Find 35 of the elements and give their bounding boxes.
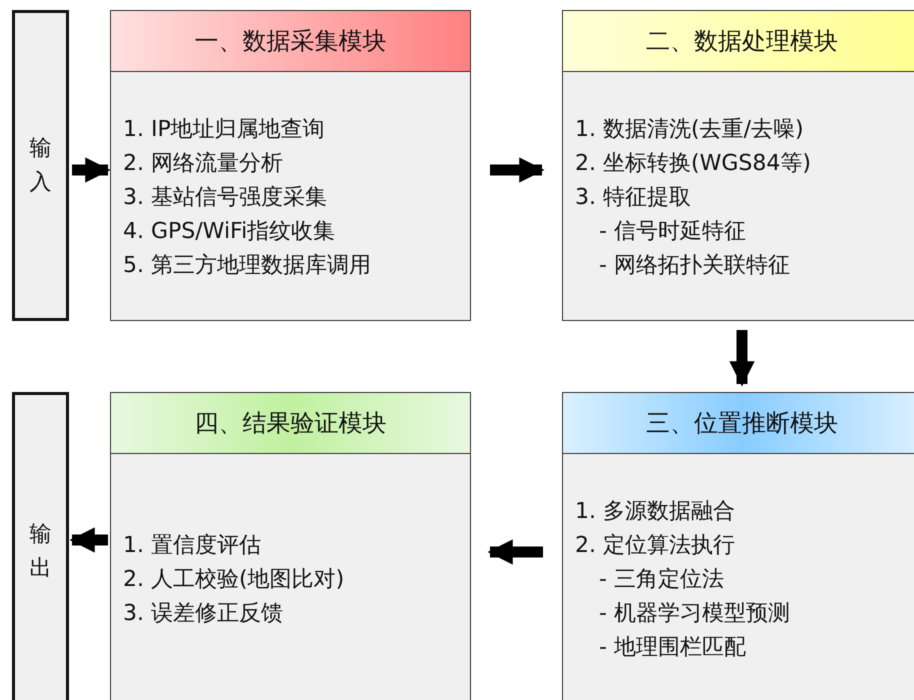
arrow [72,157,111,183]
box-label: 输入 [28,134,52,196]
module-title: 二、数据处理模块 [646,26,838,57]
arrow [729,330,755,387]
list-item: 1. 置信度评估 [123,532,261,560]
module-title: 四、结果验证模块 [194,408,386,439]
list-item: 2. 人工校验(地图比对) [123,566,344,594]
arrow [487,539,543,565]
io-box [12,10,69,321]
module-box [110,392,471,700]
list-item: 1. 数据清洗(去重/去噪) [575,116,804,144]
list-item: 1. IP地址归属地查询 [123,116,325,144]
list-item: 5. 第三方地理数据库调用 [123,252,371,280]
sub-item: - 地理围栏匹配 [599,634,746,662]
list-item: 2. 定位算法执行 [575,532,735,560]
arrow [490,157,545,183]
module-title: 一、数据采集模块 [194,26,386,57]
box-label: 输出 [28,521,52,583]
list-item: 4. GPS/WiFi指纹收集 [123,218,336,246]
arrow [69,527,108,553]
list-item: 1. 多源数据融合 [575,498,735,526]
module-box [110,10,471,321]
list-item: 3. 特征提取 [575,184,691,212]
sub-item: - 信号时延特征 [599,218,746,246]
module-box [562,10,914,321]
list-item: 3. 基站信号强度采集 [123,184,327,212]
list-item: 2. 坐标转换(WGS84等) [575,150,811,178]
sub-item: - 机器学习模型预测 [599,600,790,628]
list-item: 2. 网络流量分析 [123,150,283,178]
module-box [562,392,914,700]
module-title: 三、位置推断模块 [646,408,838,439]
io-box [12,392,69,700]
sub-item: - 三角定位法 [599,566,724,594]
list-item: 3. 误差修正反馈 [123,600,283,628]
sub-item: - 网络拓扑关联特征 [599,252,790,280]
